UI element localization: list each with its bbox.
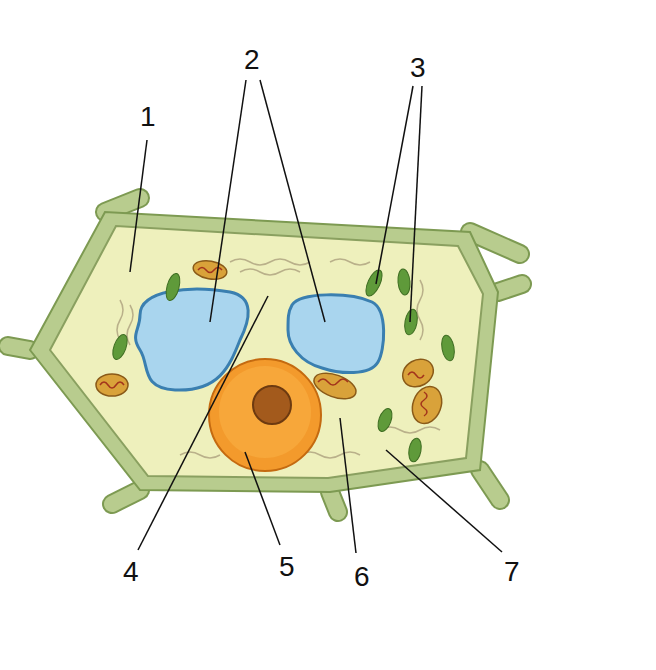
callout-number: 6 [354, 563, 370, 591]
callout-number: 1 [140, 103, 156, 131]
leader-lines [130, 80, 502, 553]
cytoplasm [50, 226, 483, 478]
nucleoplasm [219, 366, 311, 458]
callout-number: 3 [410, 54, 426, 82]
nucleus [209, 359, 321, 471]
cell-wall [30, 212, 498, 492]
callout-number: 7 [504, 558, 520, 586]
neighbour-walls [8, 198, 522, 512]
chloroplasts [110, 268, 456, 463]
callout-number: 5 [279, 553, 295, 581]
nucleolus [253, 386, 291, 424]
callout-number: 4 [123, 558, 139, 586]
endoplasmic-reticulum [117, 259, 440, 458]
vacuole [288, 295, 384, 373]
callout-number: 2 [244, 46, 260, 74]
mitochondria [96, 258, 447, 427]
